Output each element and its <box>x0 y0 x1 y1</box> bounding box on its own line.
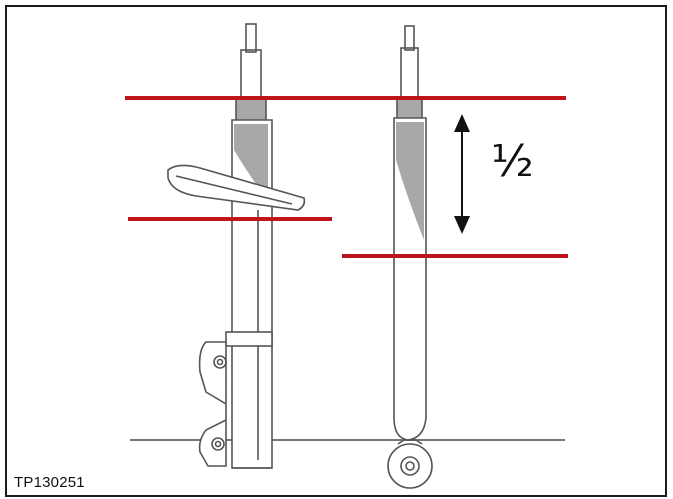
left-rod <box>240 49 262 99</box>
left-bolt-hole-upper <box>213 355 227 369</box>
left-lower-clamp <box>225 331 273 347</box>
left-bolt-hole-lower <box>211 437 225 451</box>
arrow-head-down <box>454 216 470 234</box>
right-tube-shade <box>396 122 424 240</box>
arrow-head-up <box>454 114 470 132</box>
figure-id: TP130251 <box>14 474 85 491</box>
left-strut <box>167 23 306 469</box>
right-bottom-eye <box>387 443 433 489</box>
double-arrow <box>454 114 470 234</box>
figure-border <box>5 5 667 497</box>
left-knuckle-bracket <box>198 341 227 467</box>
fraction-label: ½ <box>491 136 534 187</box>
left-rod-tip <box>245 23 257 53</box>
right-rod <box>400 47 419 99</box>
right-rod-tip <box>404 25 415 51</box>
right-shock <box>387 25 433 489</box>
left-cylinder-shade <box>234 124 268 200</box>
